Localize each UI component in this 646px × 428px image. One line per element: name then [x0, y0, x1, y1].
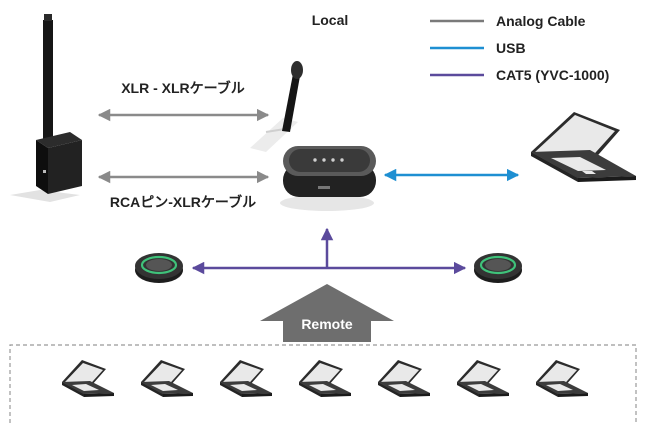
- expansion-mic-icon: [474, 253, 522, 283]
- speaker-icon: [10, 14, 82, 202]
- legend-analog-label: Analog Cable: [496, 13, 586, 29]
- remote-arrow: Remote: [260, 284, 394, 342]
- laptop-icon: [220, 360, 272, 397]
- legend: Analog Cable USB CAT5 (YVC-1000): [430, 13, 609, 83]
- laptop-icon: [141, 360, 193, 397]
- rca-cable-label: RCAピン-XLRケーブル: [110, 194, 256, 210]
- remote-label: Remote: [301, 316, 353, 332]
- microphone-icon: [250, 61, 303, 152]
- legend-usb-label: USB: [496, 40, 526, 56]
- conference-speakerphone-icon: [280, 146, 376, 211]
- laptop-icon: [457, 360, 509, 397]
- remote-laptops: [62, 360, 588, 397]
- laptop-icon: [378, 360, 430, 397]
- xlr-cable-label: XLR - XLRケーブル: [121, 80, 245, 96]
- expansion-mic-icon: [135, 253, 183, 283]
- cat5-connections: [191, 227, 467, 275]
- laptop-icon: [536, 360, 588, 397]
- laptop-icon: [299, 360, 351, 397]
- local-title: Local: [312, 12, 349, 28]
- remote-area-border: [9, 344, 637, 423]
- laptop-icon: [62, 360, 114, 397]
- legend-cat5-label: CAT5 (YVC-1000): [496, 67, 609, 83]
- laptop-icon: [531, 112, 636, 182]
